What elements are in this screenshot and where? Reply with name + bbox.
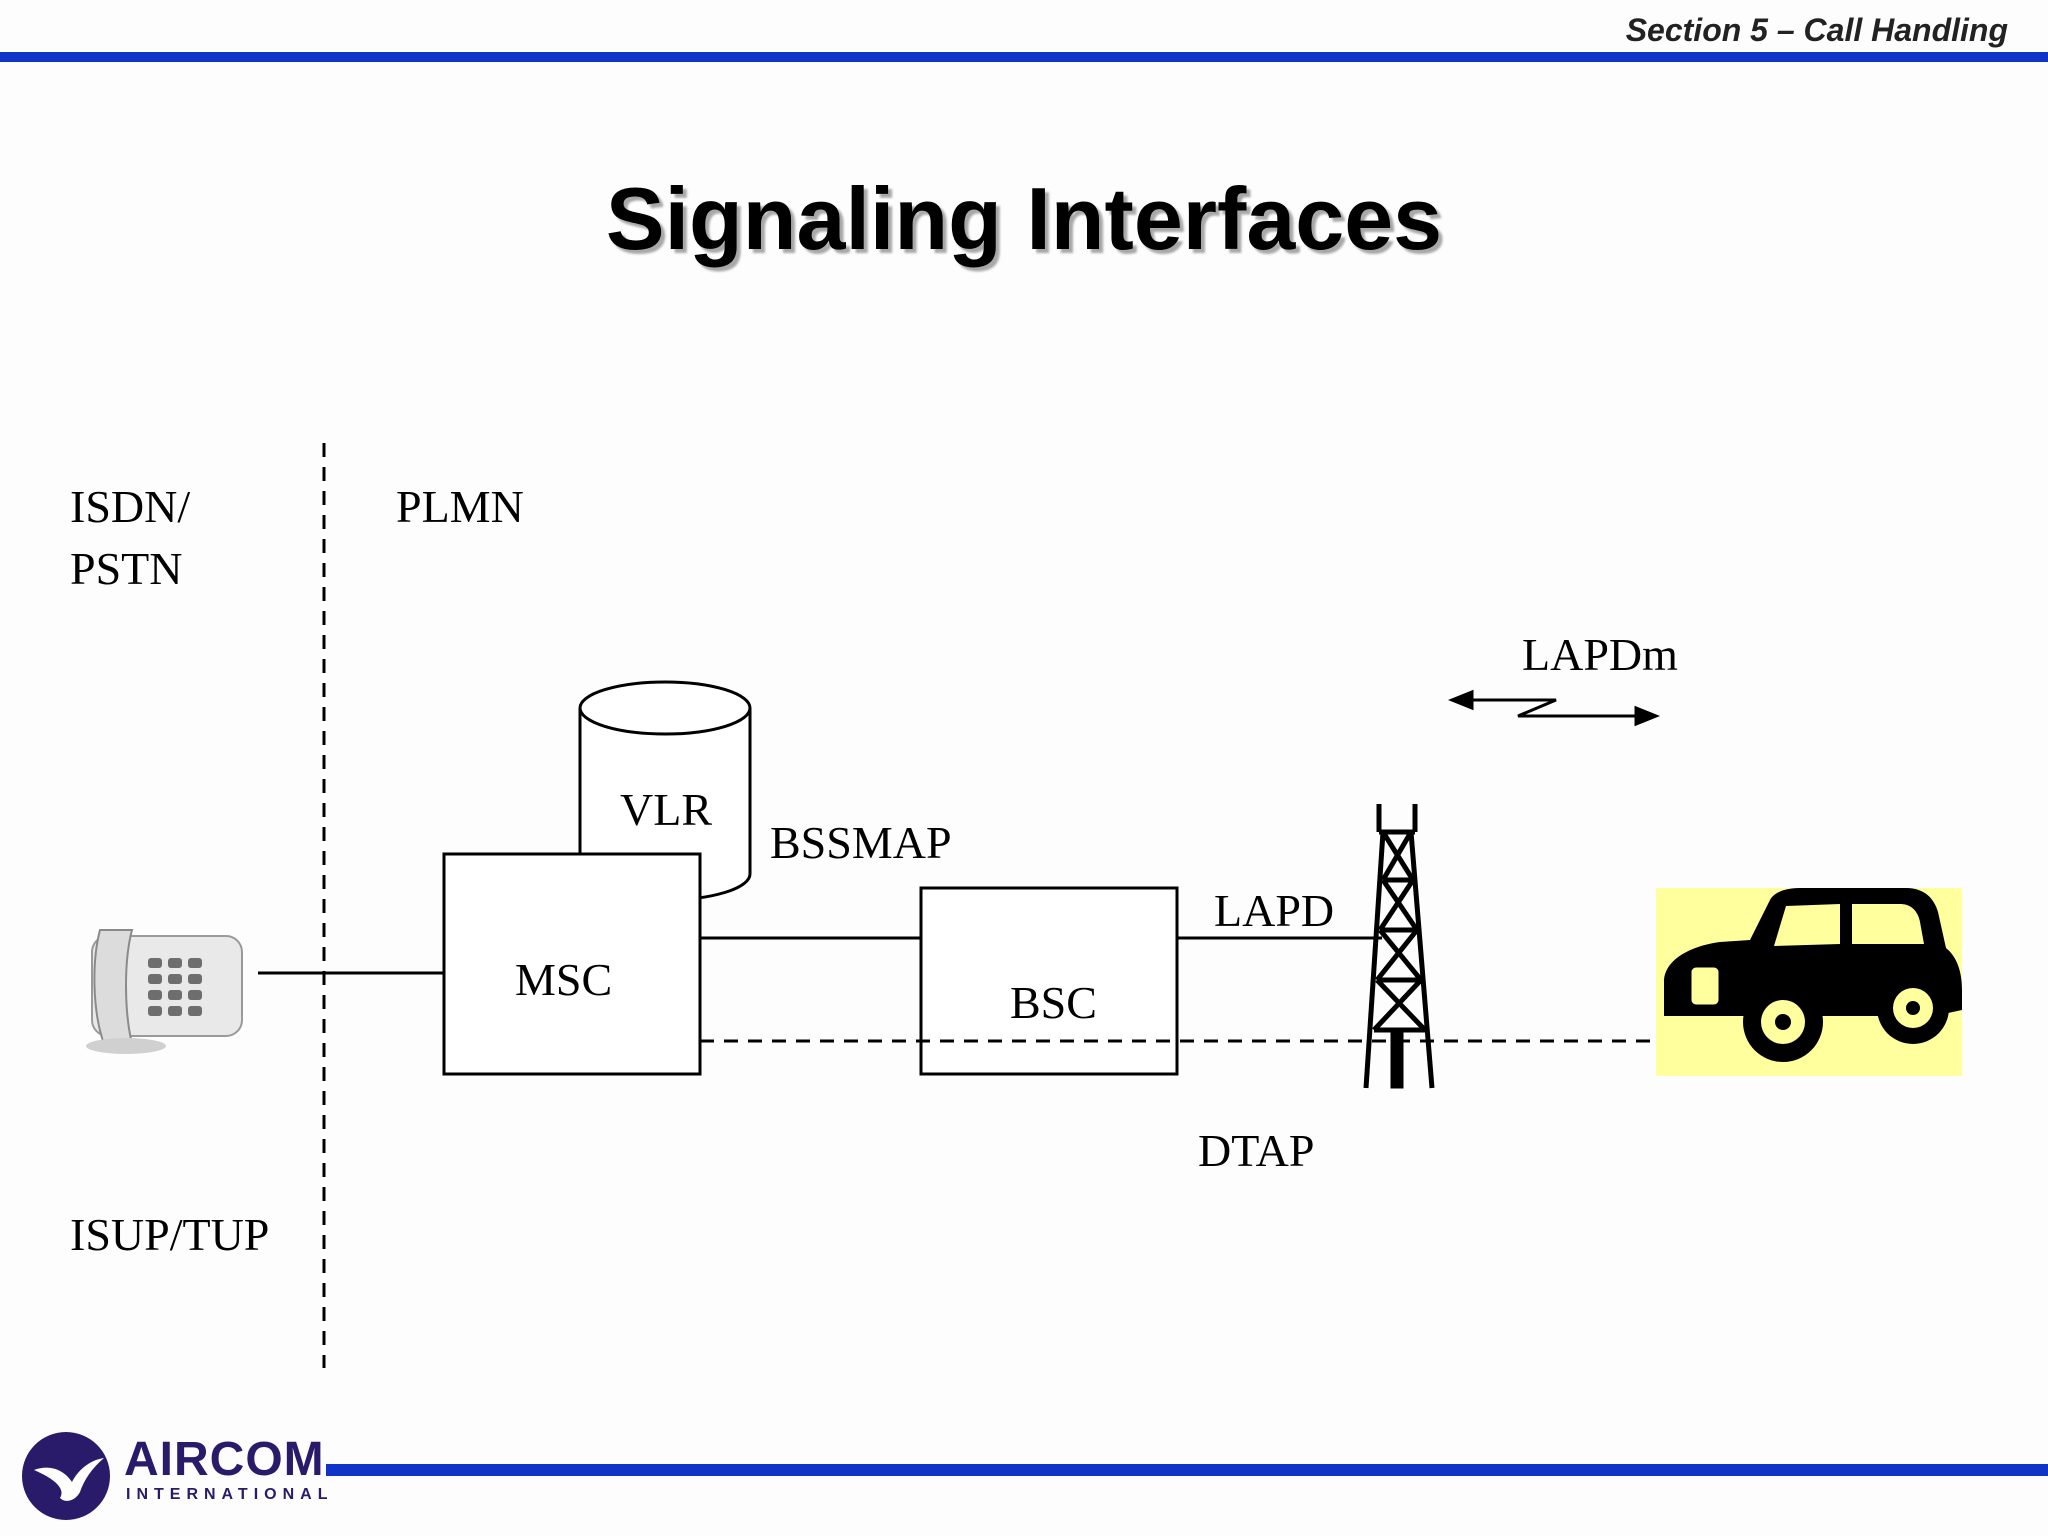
top-rule	[0, 52, 2048, 62]
bsc-box: BSC	[919, 886, 1179, 1076]
region-label-plmn: PLMN	[396, 481, 524, 532]
isup-tup-label: ISUP/TUP	[70, 1209, 269, 1260]
bsc-label: BSC	[1010, 977, 1097, 1028]
lapdm-label: LAPDm	[1522, 629, 1678, 680]
radio-tower-icon	[1363, 804, 1435, 1089]
section-header: Section 5 – Call Handling	[1625, 12, 2008, 48]
dtap-label: DTAP	[1198, 1125, 1314, 1176]
aircom-logo: AIRCOM INTERNATIONAL	[20, 1430, 327, 1526]
car-icon	[1656, 888, 1962, 1076]
vlr-label: VLR	[620, 784, 712, 835]
logo-subtitle: INTERNATIONAL	[126, 1486, 334, 1503]
signaling-diagram: ISDN/ PSTN PLMN ISUP/TUP VLR MSC BSC BSS…	[70, 443, 1962, 1368]
bird-logo-icon	[22, 1432, 110, 1520]
slide-title: Signaling Interfaces	[605, 169, 1443, 268]
radio-link-arrow-icon	[1447, 689, 1661, 727]
bssmap-label: BSSMAP	[770, 817, 952, 868]
lapd-label: LAPD	[1214, 885, 1334, 936]
msc-label: MSC	[515, 954, 612, 1005]
region-label-isdn: ISDN/	[70, 481, 190, 532]
telephone-icon	[86, 929, 243, 1054]
msc-box: MSC	[442, 852, 702, 1076]
region-label-pstn: PSTN	[70, 543, 182, 594]
bottom-rule	[326, 1464, 2048, 1476]
vlr-database: VLR	[578, 680, 752, 902]
logo-name: AIRCOM	[124, 1433, 325, 1486]
